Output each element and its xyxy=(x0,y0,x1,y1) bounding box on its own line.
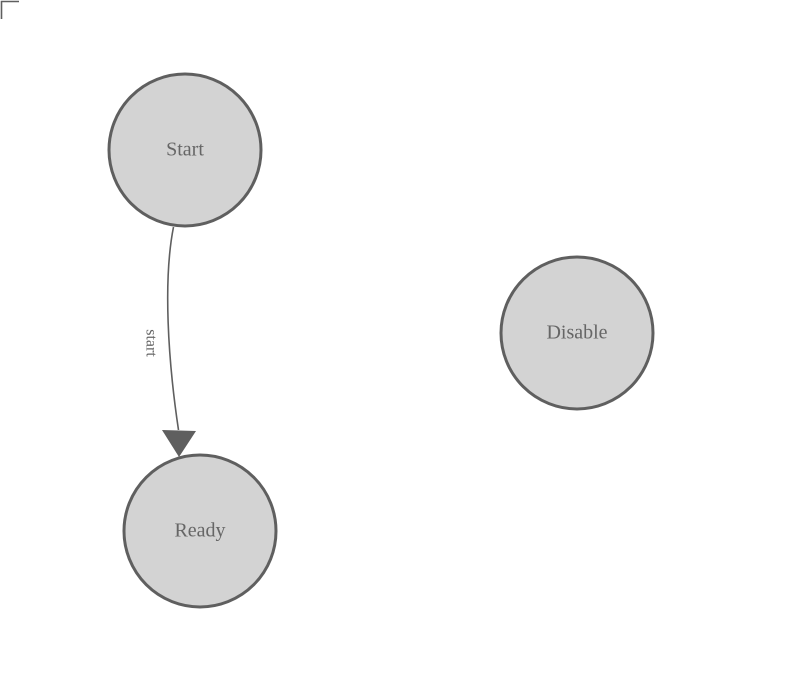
node-disable[interactable]: Disable xyxy=(499,255,655,411)
node-shape-start[interactable] xyxy=(107,72,263,228)
node-label-start: Start xyxy=(166,139,204,161)
node-label-ready: Ready xyxy=(174,520,225,542)
node-start[interactable]: Start xyxy=(107,72,263,228)
edge-label-start: start xyxy=(142,329,159,357)
edge-start-to-ready[interactable]: start xyxy=(142,226,196,457)
edge-line xyxy=(166,226,180,431)
node-shape-ready[interactable] xyxy=(122,453,278,609)
node-ready[interactable]: Ready xyxy=(122,453,278,609)
arrowhead-icon xyxy=(162,430,196,457)
top-left-corner-mark xyxy=(0,0,19,19)
node-shape-disable[interactable] xyxy=(499,255,655,411)
node-label-disable: Disable xyxy=(546,322,607,344)
